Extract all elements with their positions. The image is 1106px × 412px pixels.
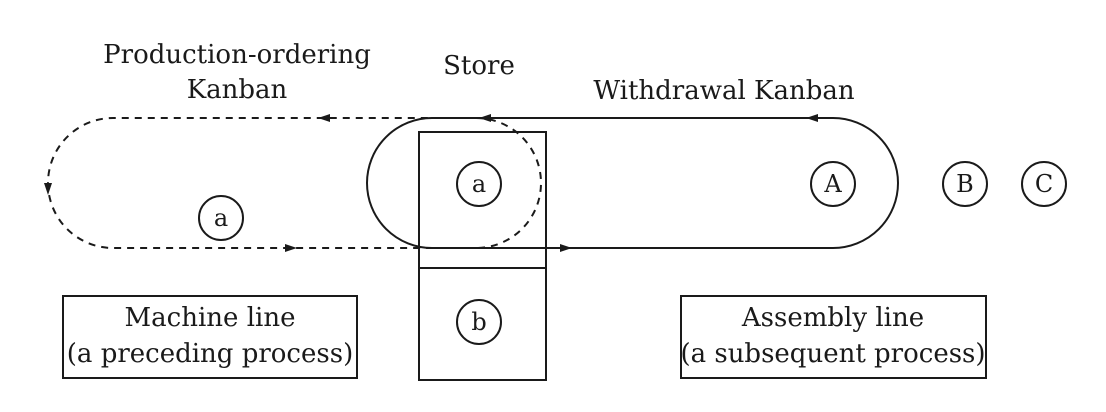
store-box [418, 131, 547, 381]
circle-production-a: a [198, 195, 244, 241]
circle-assembly-b-label: B [956, 170, 974, 198]
assembly-line-title: Assembly line [741, 303, 924, 333]
production-kanban-loop [47, 117, 542, 249]
circle-store-a: a [456, 161, 502, 207]
circle-assembly-c-label: C [1035, 170, 1053, 198]
circle-assembly-a: A [810, 161, 856, 207]
machine-line-title: Machine line [125, 303, 296, 333]
machine-line-box: Machine line (a preceding process) [62, 295, 358, 379]
circle-store-b: b [456, 299, 502, 345]
circle-production-a-label: a [214, 204, 228, 232]
circle-assembly-a-label: A [823, 170, 842, 198]
assembly-line-subtitle: (a subsequent process) [680, 339, 985, 369]
circle-store-b-label: b [471, 308, 486, 336]
store-label: Store [443, 51, 515, 81]
machine-line-subtitle: (a preceding process) [67, 339, 353, 369]
withdrawal-kanban-label: Withdrawal Kanban [593, 76, 854, 106]
production-kanban-label-line2: Kanban [187, 75, 288, 105]
circle-store-a-label: a [472, 170, 486, 198]
circle-assembly-c: C [1021, 161, 1067, 207]
assembly-line-box: Assembly line (a subsequent process) [680, 295, 987, 379]
circle-assembly-b: B [942, 161, 988, 207]
production-kanban-label-line1: Production-ordering [103, 40, 371, 70]
